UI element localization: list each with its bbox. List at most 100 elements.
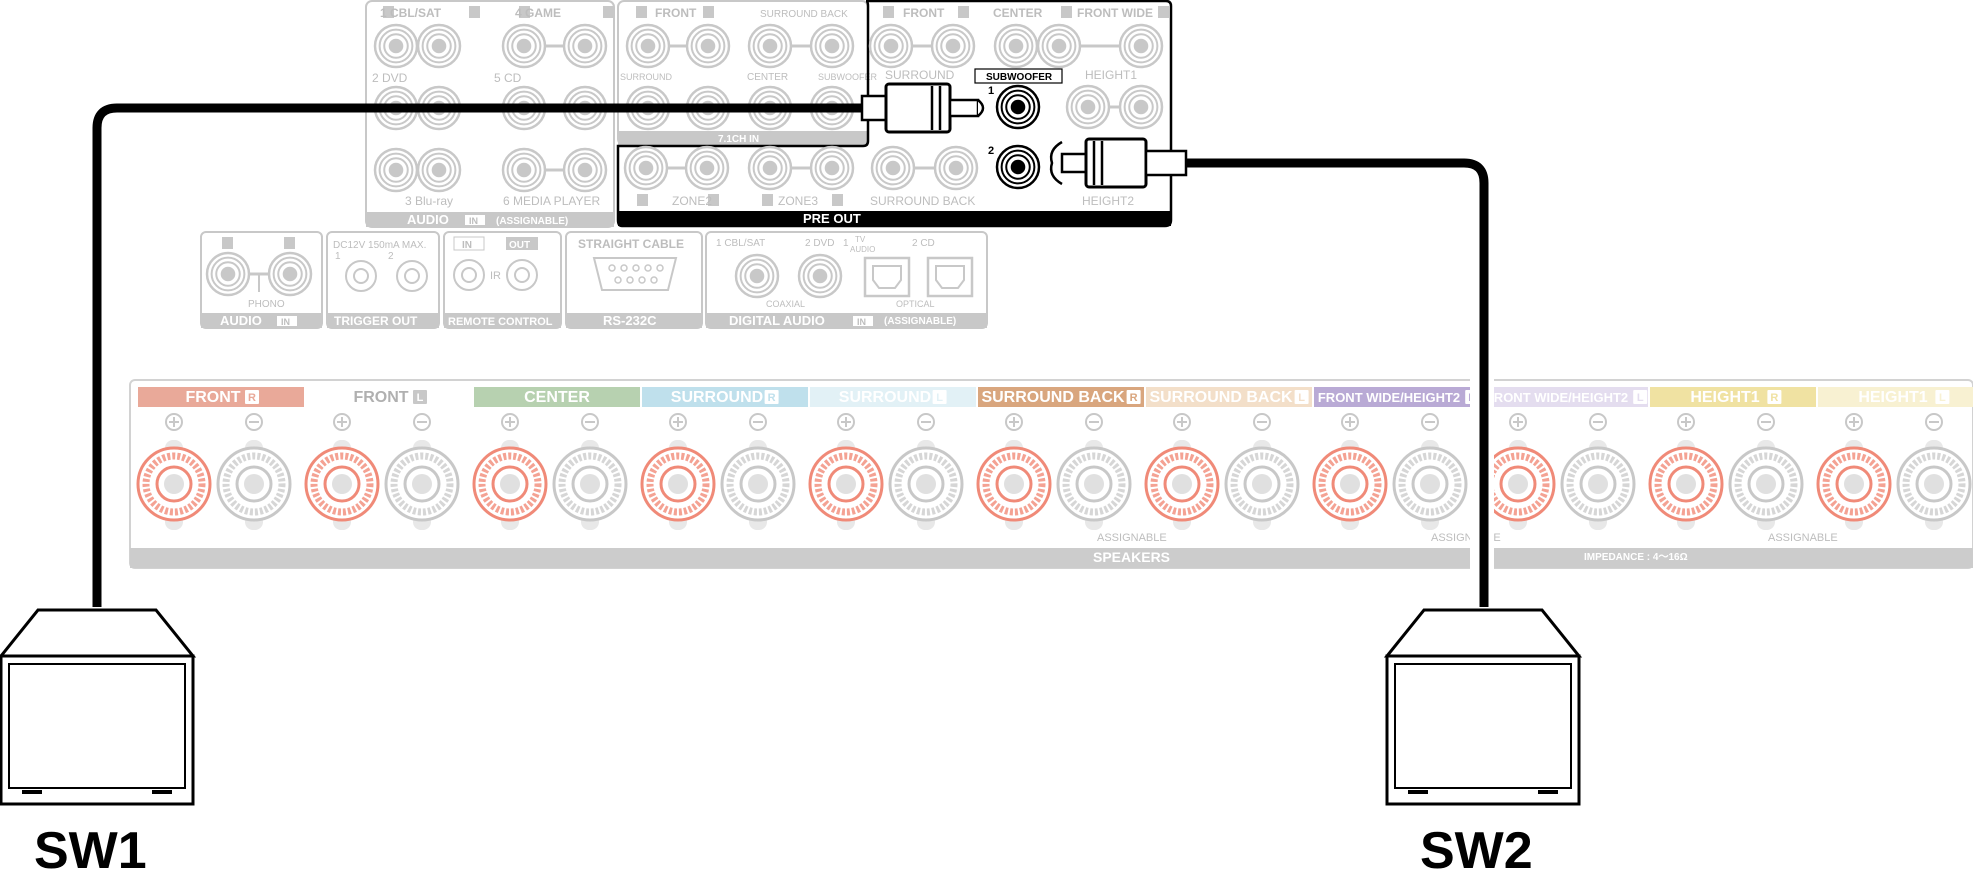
rs232-pin — [608, 264, 616, 272]
badge-r — [1061, 6, 1072, 18]
phono-jack — [205, 251, 251, 297]
pre-out-zone-jack — [623, 145, 669, 191]
pre-out-height1-jack — [1118, 84, 1164, 130]
subwoofer-label: SUBWOOFER — [986, 72, 1053, 83]
pre-out-surround-label: SURROUND — [885, 68, 955, 82]
phono-badge-bg — [277, 316, 297, 326]
negative-terminal-hole — [1420, 474, 1440, 494]
pre-out-height1-jack-ring — [1133, 99, 1149, 115]
audio-in-label-3: 3 Blu-ray — [405, 194, 453, 208]
sw1-foot-right — [152, 790, 172, 794]
assignable-label-1: ASSIGNABLE — [1097, 532, 1167, 544]
rs232c-panel: STRAIGHT CABLE RS-232C — [565, 231, 703, 329]
badge-l — [603, 6, 614, 18]
audio-in-jack — [416, 147, 462, 193]
negative-terminal-hole — [748, 474, 768, 494]
remote-title-bar — [444, 313, 561, 328]
audio-in-jack-ring — [516, 38, 532, 54]
sw2-foot-right — [1538, 790, 1558, 794]
audio-in-jack — [501, 23, 547, 69]
audio-in-jack — [416, 23, 462, 69]
pre-out-jack-ring — [1133, 38, 1149, 54]
optical-jack — [863, 256, 911, 298]
optical-jack — [926, 256, 974, 298]
subwoofer-2-label: 2 — [988, 145, 994, 157]
phono-jack-ring — [220, 266, 236, 282]
negative-terminal-hole — [916, 474, 936, 494]
digital-assignable: (ASSIGNABLE) — [884, 316, 956, 327]
zone3-label: ZONE3 — [778, 194, 818, 208]
badge-r — [883, 6, 894, 18]
zone2-label: ZONE2 — [672, 194, 712, 208]
pre-out-jack — [930, 23, 976, 69]
speaker-side-badge — [764, 390, 779, 404]
remote-control-panel: IN OUT IR REMOTE CONTROL — [443, 231, 562, 329]
speaker-side-letter: L — [1637, 392, 1644, 404]
speaker-side-badge — [1126, 390, 1141, 404]
rs232-pin — [620, 264, 628, 272]
negative-terminal-hole — [412, 474, 432, 494]
rs232-connector — [592, 257, 678, 291]
subwoofer-sw2: SW2 — [1383, 608, 1583, 880]
subwoofer-2-jack-ring — [1010, 159, 1026, 175]
rs232-pin — [656, 264, 664, 272]
audio-in-label-6: 6 MEDIA PLAYER — [503, 194, 600, 208]
ch71-jack — [809, 23, 855, 69]
rs232-pin — [650, 276, 658, 284]
sw2-body — [1385, 654, 1581, 806]
pre-out-jack-ring — [945, 38, 961, 54]
positive-terminal-hole — [836, 474, 856, 494]
audio-in-panel: 1 CBL/SAT 4 GAME 2 DVD 5 CD 3 Blu-ray 6 … — [365, 0, 615, 228]
sw2-top — [1383, 608, 1583, 658]
ch71-in-panel: FRONT SURROUND BACK SURROUND CENTER SUBW… — [617, 0, 878, 146]
phono-sub-label: PHONO — [248, 299, 285, 310]
sw1-rca-plug — [860, 82, 985, 134]
digital-jacks — [734, 253, 974, 299]
speaker-side-badge — [413, 390, 427, 404]
coaxial-jack-ring — [812, 268, 828, 284]
speaker-header-bg — [474, 387, 640, 407]
remote-ir-label: IR — [490, 270, 501, 282]
badge-r — [222, 237, 233, 249]
pre-out-jack — [868, 23, 914, 69]
audio-in-label-1: 1 CBL/SAT — [380, 6, 442, 20]
ch71-jack-ring — [640, 38, 656, 54]
rs232-pin — [614, 276, 622, 284]
sw1-top — [0, 608, 197, 658]
speakers-title: SPEAKERS — [1093, 549, 1170, 565]
speaker-header-bg — [1314, 387, 1480, 407]
pre-out-height1-label: HEIGHT1 — [1085, 68, 1137, 82]
digital-opt1-tv: TV — [855, 235, 866, 244]
pre-out-sb-jack — [933, 145, 979, 191]
sw1-label: SW1 — [34, 822, 147, 880]
ch71-title-bar — [618, 131, 868, 145]
ch71-jack — [747, 23, 793, 69]
pre-out-sb-jack-ring — [948, 160, 964, 176]
subwoofer-1-jack — [995, 84, 1041, 130]
speaker-side-badge — [1935, 390, 1950, 404]
pre-out-front-label: FRONT — [903, 6, 945, 20]
speaker-header-label: SURROUND BACK — [981, 389, 1125, 406]
audio-in-label-5: 5 CD — [494, 71, 522, 85]
phono-title: AUDIO — [220, 313, 262, 328]
pre-out-jack — [1036, 23, 1082, 69]
digital-opt2-label: 2 CD — [912, 238, 935, 249]
badge-l — [284, 237, 295, 249]
pre-out-zone-jack — [684, 145, 730, 191]
positive-terminal-hole — [1844, 474, 1864, 494]
badge-r — [519, 6, 530, 18]
coaxial-jack — [734, 253, 780, 299]
remote-jack-core — [514, 267, 530, 283]
subwoofer-1-jack-ring — [1010, 99, 1026, 115]
audio-in-jack — [501, 147, 547, 193]
remote-out-box — [506, 237, 538, 250]
rs232-pins — [608, 264, 664, 284]
pre-out-zone-jack-ring — [762, 160, 778, 176]
optical-jack-port — [935, 265, 965, 289]
speaker-header-label: FRONT WIDE/HEIGHT2 — [1486, 390, 1628, 405]
ch71-jack-ring — [700, 38, 716, 54]
audio-in-title: AUDIO — [407, 212, 449, 227]
badge-l — [469, 6, 480, 18]
remote-out-label: OUT — [509, 240, 530, 251]
subwoofer-2-jack — [995, 144, 1041, 190]
